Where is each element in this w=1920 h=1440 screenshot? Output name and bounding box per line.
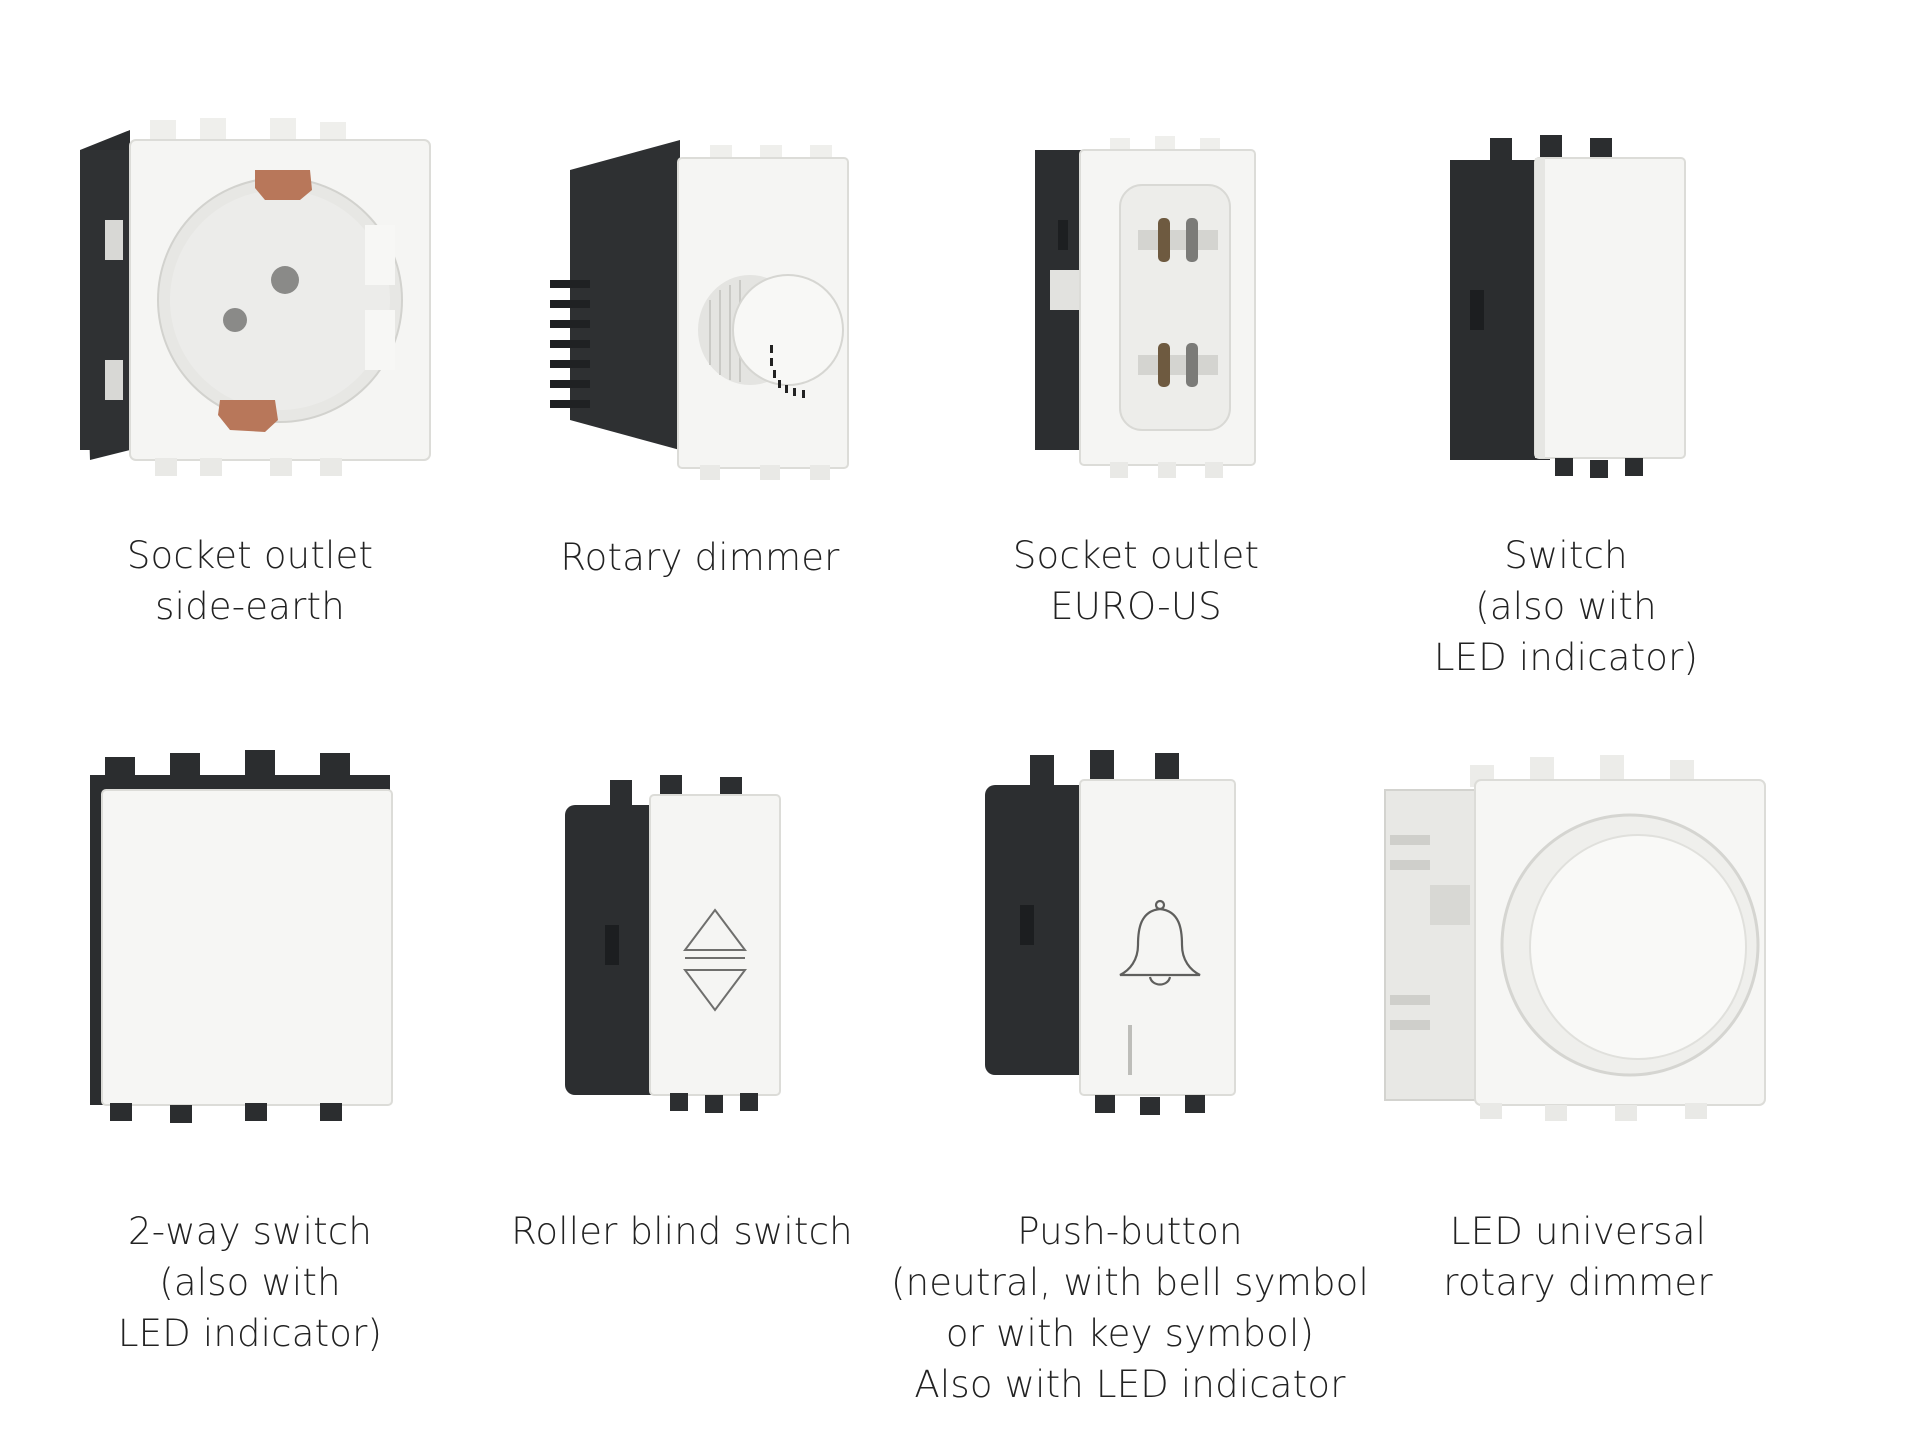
product-push-button xyxy=(980,745,1250,1135)
caption-line: Roller blind switch xyxy=(511,1210,853,1253)
caption-line: or with key symbol) xyxy=(945,1312,1315,1355)
caption-rotary-dimmer: Rotary dimmer xyxy=(560,532,839,583)
caption-two-way-switch: 2-way switch (also with LED indicator) xyxy=(118,1206,382,1359)
up-down-arrows-icon xyxy=(565,775,781,1113)
caption-line: (neutral, with bell symbol xyxy=(891,1261,1369,1304)
product-led-universal-rotary-dimmer xyxy=(1380,745,1780,1145)
product-rotary-dimmer xyxy=(530,130,890,490)
caption-roller-blind-switch: Roller blind switch xyxy=(511,1206,853,1257)
caption-line: Rotary dimmer xyxy=(560,536,840,579)
product-roller-blind-switch xyxy=(560,765,800,1135)
caption-line: Push-button xyxy=(1017,1210,1243,1253)
caption-switch: Switch (also with LED indicator) xyxy=(1434,530,1698,683)
caption-led-universal-rotary-dimmer: LED universal rotary dimmer xyxy=(1443,1206,1713,1308)
caption-line: 2-way switch xyxy=(127,1210,373,1253)
product-switch xyxy=(1440,130,1700,490)
rotary-knob-icon xyxy=(550,140,849,480)
caption-line: LED universal xyxy=(1449,1210,1707,1253)
caption-line: Socket outlet xyxy=(126,534,374,577)
caption-line: Also with LED indicator xyxy=(914,1363,1346,1406)
caption-line: side-earth xyxy=(155,585,345,628)
caption-line: EURO-US xyxy=(1050,585,1222,628)
schuko-socket-icon xyxy=(80,118,431,476)
large-rotary-knob-icon xyxy=(1384,755,1766,1121)
caption-line: rotary dimmer xyxy=(1443,1261,1713,1304)
wide-rocker-switch-icon xyxy=(90,750,393,1123)
euro-us-socket-icon xyxy=(1035,136,1256,478)
product-two-way-switch xyxy=(80,745,420,1135)
caption-line: LED indicator) xyxy=(1433,636,1699,679)
product-socket-outlet-side-earth xyxy=(60,110,440,490)
caption-line: Socket outlet xyxy=(1012,534,1260,577)
caption-line: (also with xyxy=(159,1261,341,1304)
caption-socket-outlet-side-earth: Socket outlet side-earth xyxy=(127,530,373,632)
caption-socket-outlet-euro-us: Socket outlet EURO-US xyxy=(1013,530,1259,632)
caption-line: (also with xyxy=(1475,585,1657,628)
bell-icon xyxy=(985,750,1236,1115)
caption-push-button: Push-button (neutral, with bell symbol o… xyxy=(891,1206,1369,1410)
product-socket-outlet-euro-us xyxy=(1030,130,1290,490)
caption-line: Switch xyxy=(1504,534,1628,577)
rocker-switch-icon xyxy=(1450,135,1686,478)
caption-line: LED indicator) xyxy=(117,1312,383,1355)
